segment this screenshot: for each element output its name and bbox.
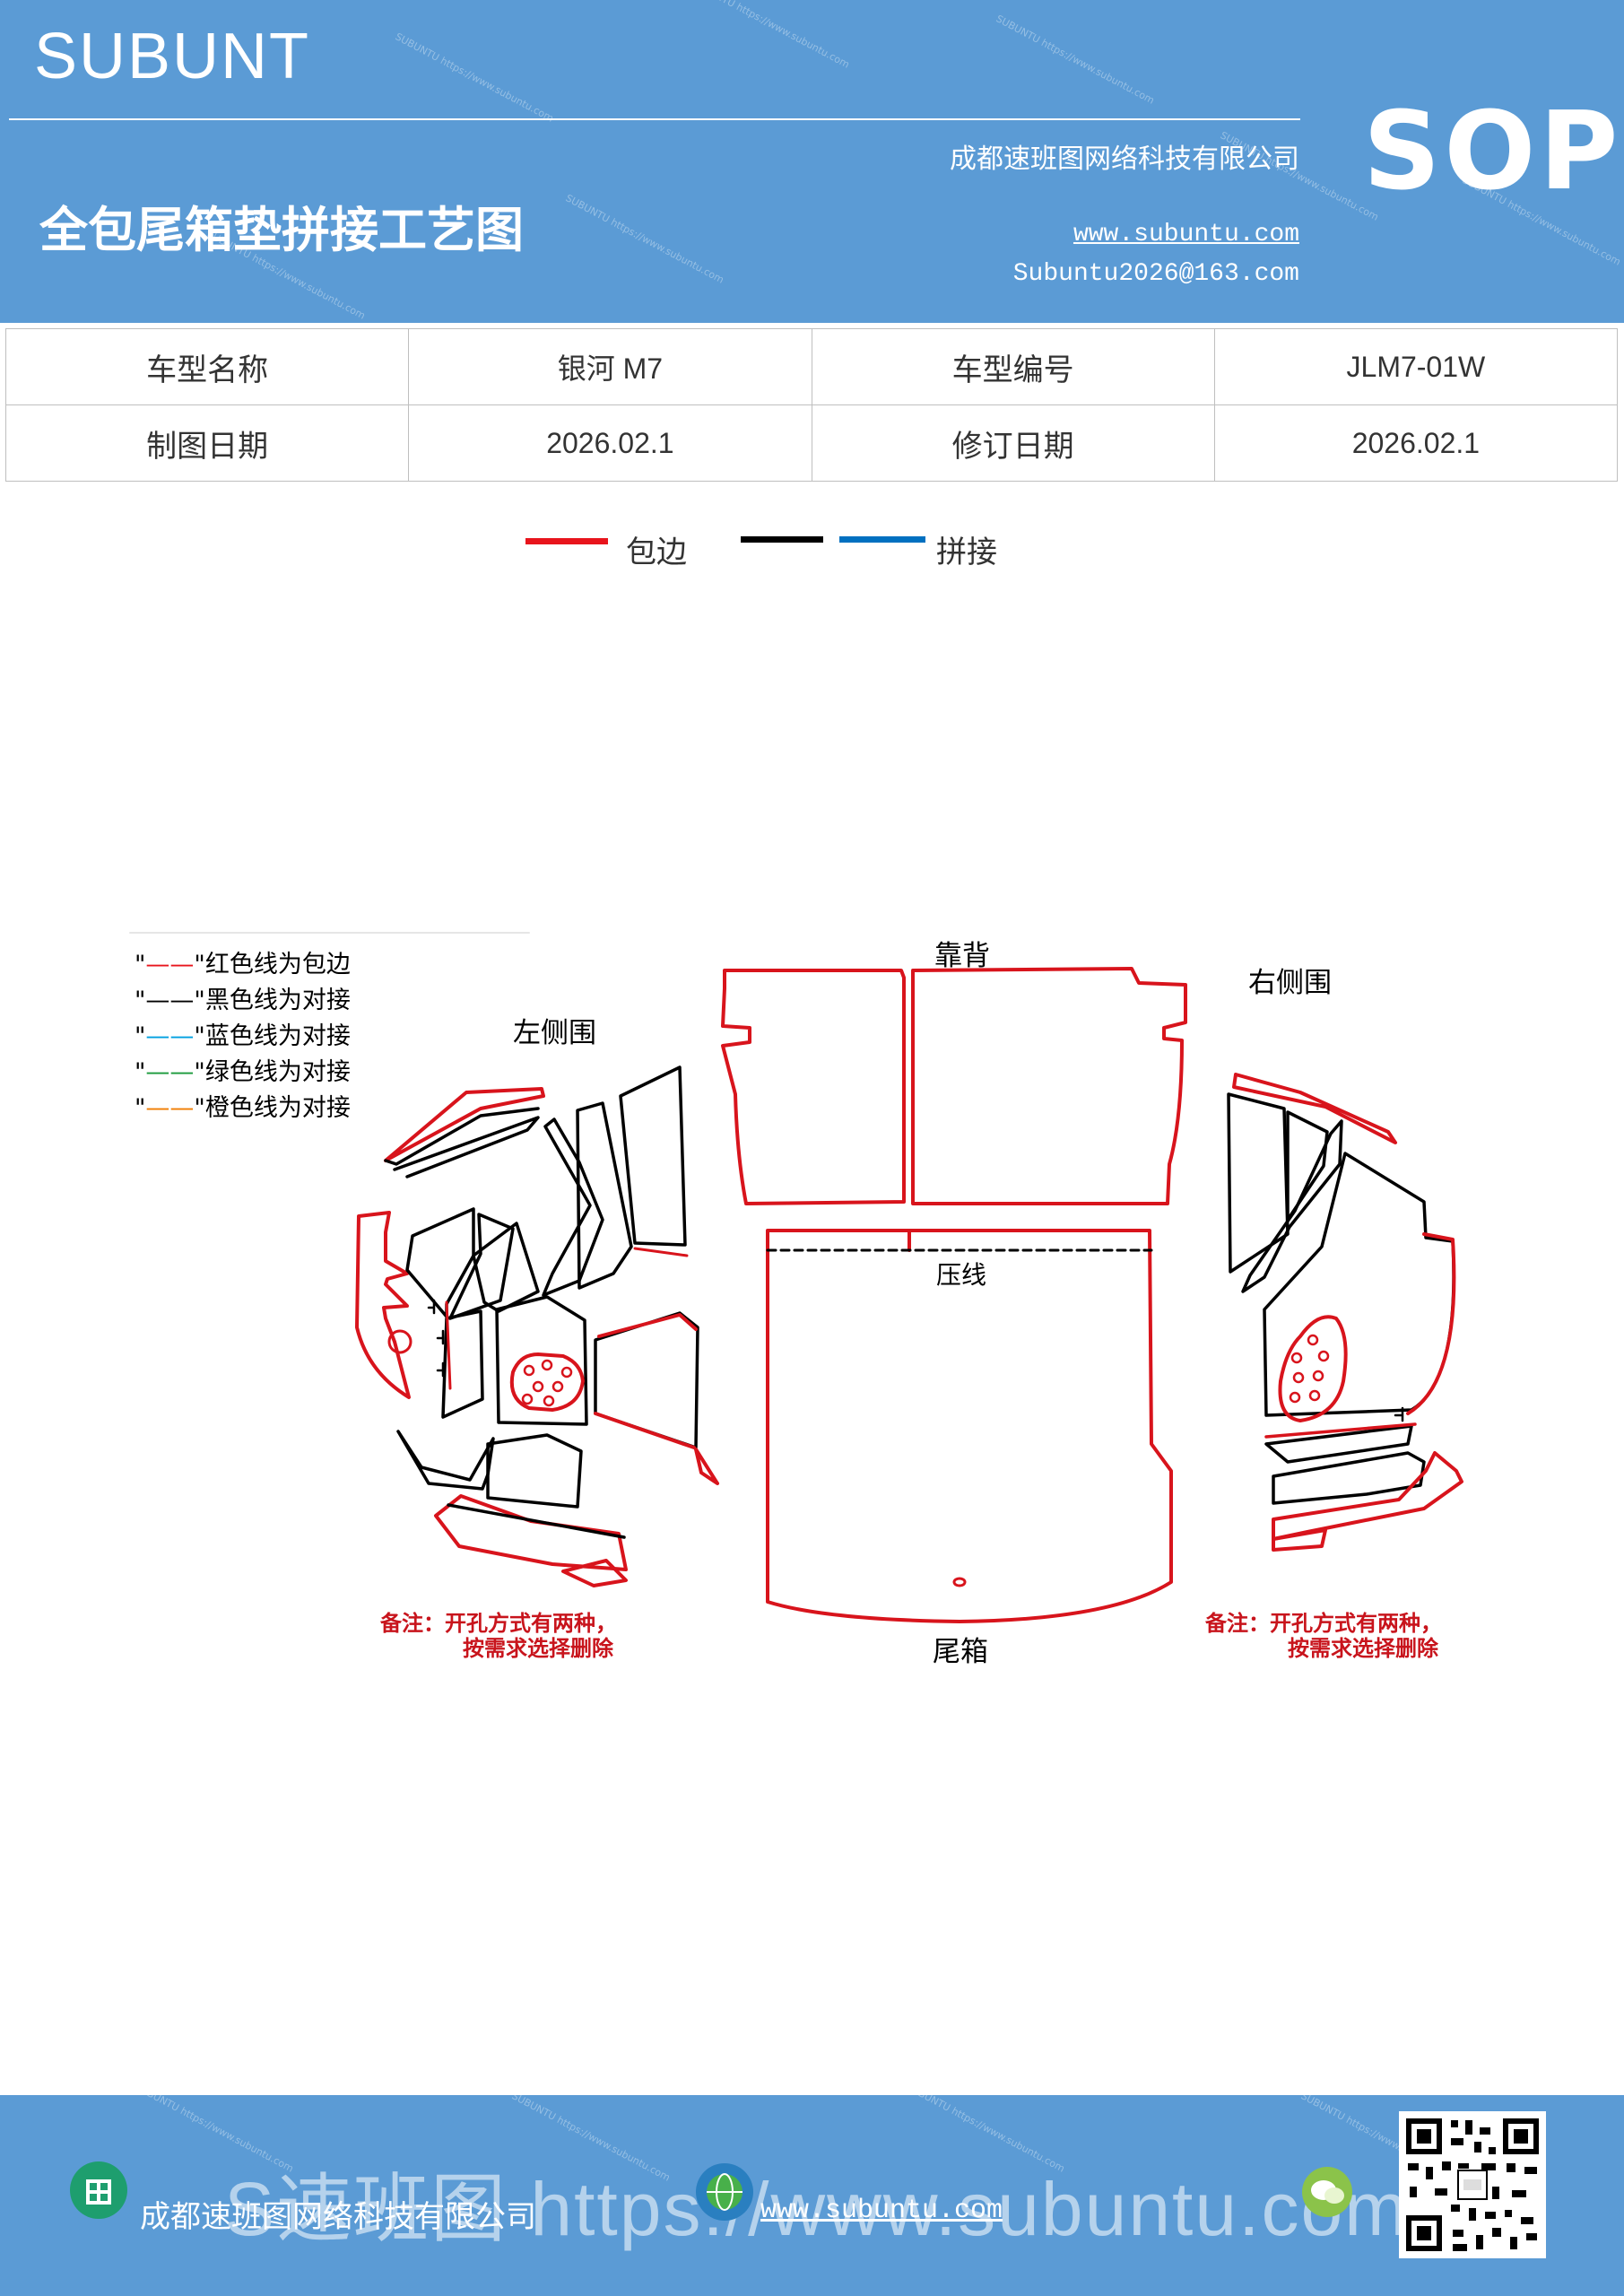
model-name-value: 银河 M7 (408, 328, 812, 405)
footer-watermark: S速班图 https://www.subuntu.com (224, 2167, 1410, 2251)
legend-splicing-swatch (839, 536, 925, 543)
legend-splicing-label: 拼接 (936, 535, 997, 570)
label-crease: 压线 (936, 1260, 987, 1290)
remark-left-line1: 备注：开孔方式有两种， (380, 1611, 617, 1636)
website-link[interactable]: www.subuntu.com (1073, 221, 1299, 248)
legend-black-swatch (741, 536, 823, 543)
header-divider (9, 118, 1300, 120)
building-icon (70, 2161, 127, 2219)
note-orange: "——"橙色线为对接 (135, 1094, 351, 1122)
remark-right-line1: 备注：开孔方式有两种， (1205, 1611, 1442, 1636)
note-green: "——"绿色线为对接 (135, 1058, 351, 1086)
footer-banner: SUBUNTU https://www.subuntu.com SUBUNTU … (0, 2095, 1624, 2296)
header-banner: SUBUNTU https://www.subuntu.com SUBUNTU … (0, 0, 1624, 323)
left-side-panels (355, 1065, 719, 1587)
legend-edging-swatch (525, 538, 608, 544)
model-code-value: JLM7-01W (1213, 328, 1619, 405)
revise-date-value: 2026.02.1 (1213, 404, 1619, 482)
label-backrest: 靠背 (934, 940, 990, 972)
email-address: Subuntu2026@163.com (1012, 260, 1299, 288)
brand-logo-text: SUBUNT (34, 21, 311, 92)
legend-edging-label: 包边 (626, 535, 687, 570)
table-row: 车型名称 银河 M7 车型编号 JLM7-01W (4, 328, 1619, 405)
remark-left-line2: 按需求选择删除 (463, 1636, 613, 1661)
draw-date-value: 2026.02.1 (408, 404, 812, 482)
diagram-notes: "——"红色线为包边 "——"黑色线为对接 "——"蓝色线为对接 "——"绿色线… (135, 947, 351, 1126)
draw-date-label: 制图日期 (4, 404, 410, 482)
note-black: "——"黑色线为对接 (135, 987, 351, 1014)
remark-right: 备注：开孔方式有两种， 按需求选择删除 (1205, 1611, 1442, 1661)
revise-date-label: 修订日期 (811, 404, 1215, 482)
label-right-side: 右侧围 (1248, 967, 1332, 999)
remark-right-line2: 按需求选择删除 (1288, 1636, 1438, 1661)
label-left-side: 左侧围 (513, 1017, 596, 1049)
model-name-label: 车型名称 (4, 328, 410, 405)
note-red: "——"红色线为包边 (135, 951, 351, 978)
globe-icon (696, 2163, 753, 2221)
footer-website-link[interactable]: www.subuntu.com (760, 2196, 1003, 2226)
qr-code-image (1399, 2111, 1546, 2258)
backrest-panels (721, 967, 1187, 1205)
sop-badge: SOP (1363, 90, 1622, 214)
right-side-panels (1227, 1073, 1463, 1552)
table-row: 制图日期 2026.02.1 修订日期 2026.02.1 (4, 404, 1619, 482)
remark-left: 备注：开孔方式有两种， 按需求选择删除 (380, 1611, 617, 1661)
trunk-floor-panel (766, 1229, 1173, 1623)
label-trunk: 尾箱 (933, 1636, 988, 1668)
note-blue: "——"蓝色线为对接 (135, 1022, 351, 1050)
model-code-label: 车型编号 (811, 328, 1215, 405)
page-title: 全包尾箱垫拼接工艺图 (39, 201, 524, 258)
info-table: 车型名称 银河 M7 车型编号 JLM7-01W 制图日期 2026.02.1 … (4, 328, 1619, 482)
footer-company-name: 成都速班图网络科技有限公司 (140, 2199, 536, 2235)
wechat-icon (1302, 2167, 1352, 2217)
company-name: 成都速班图网络科技有限公司 (950, 144, 1299, 175)
